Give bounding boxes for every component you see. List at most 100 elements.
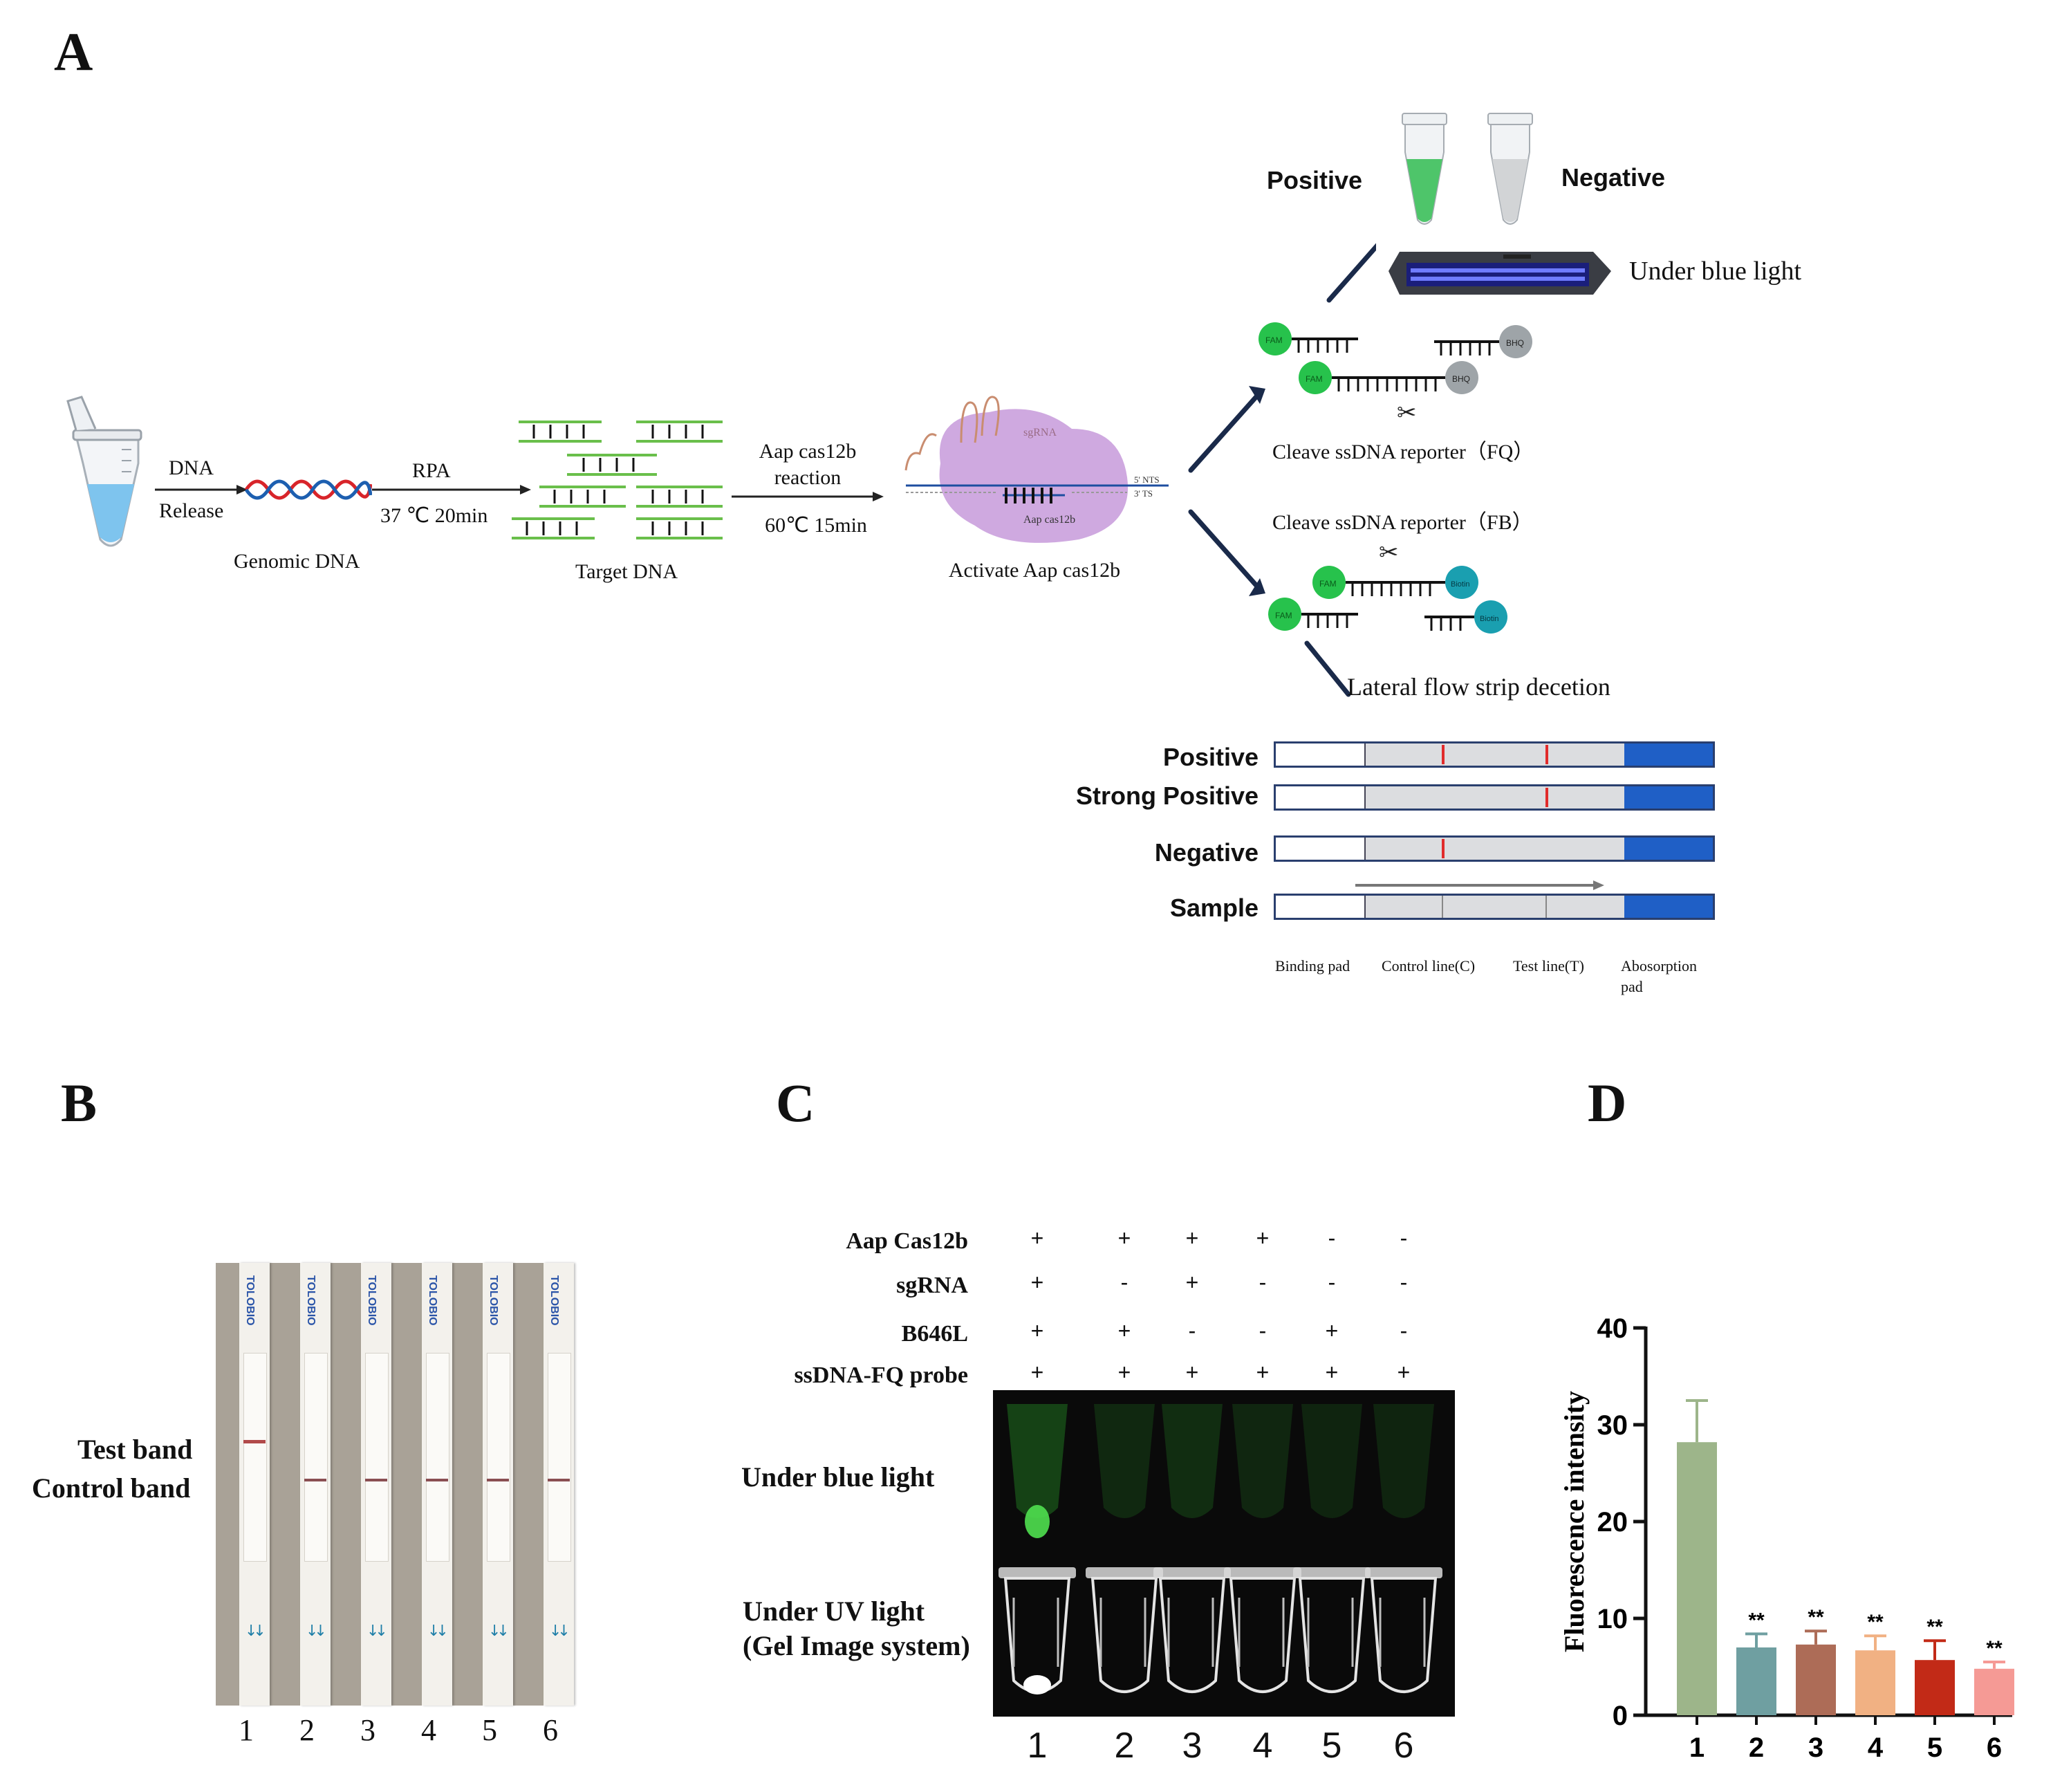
lane-number: 5 [1321, 1726, 1342, 1766]
significance-label: ** [1986, 1637, 2003, 1660]
condition-sign: + [1185, 1360, 1199, 1385]
fb-reporter-icon: ✂ FAM Biotin FAM Biotin [1268, 539, 1507, 634]
gel-lane [1086, 1404, 1163, 1693]
bar [1915, 1660, 1955, 1715]
biotin-text-1: Biotin [1451, 580, 1470, 589]
gel-lane [1293, 1404, 1371, 1693]
x-tick-label: 5 [1927, 1733, 1942, 1763]
lane-number: 1 [239, 1713, 254, 1747]
y-tick-label: 10 [1597, 1604, 1628, 1634]
test-strip: TOLOBIO↓↓ [300, 1263, 331, 1706]
x-tick-label: 1 [1689, 1733, 1705, 1763]
condition-sign: + [1397, 1360, 1411, 1385]
negative-tube-icon [1487, 113, 1533, 225]
strip-sample [1274, 894, 1715, 920]
condition-sign: - [1400, 1226, 1408, 1250]
condition-sign: + [1325, 1318, 1339, 1343]
panel-letter-d: D [1588, 1073, 1627, 1133]
strip-row-sample-label: Sample [1169, 894, 1259, 922]
genomic-dna-label: Genomic DNA [234, 550, 360, 573]
dna-release-line2: Release [159, 499, 224, 522]
strip-row-strong-positive-label: Strong Positive [1075, 782, 1259, 810]
lane-number: 3 [1182, 1726, 1202, 1766]
strip-arrow-icon: ↓↓ [306, 1623, 327, 1640]
complex-sgrna-text: sgRNA [1023, 427, 1057, 438]
lane-number: 5 [482, 1713, 497, 1747]
complex-nts-text: 5' NTS [1134, 474, 1160, 485]
strip-row-positive-label: Positive [1162, 743, 1259, 771]
significance-label: ** [1748, 1609, 1765, 1632]
condition-sign: + [1117, 1318, 1131, 1343]
strip-part-absorption: Abosorption [1621, 957, 1697, 974]
branch-arrows [1188, 243, 1376, 697]
condition-sign: - [1120, 1270, 1129, 1295]
condition-row-label: Aap Cas12b [846, 1228, 968, 1254]
gel-lane [999, 1404, 1076, 1694]
control-band-line [304, 1479, 326, 1481]
blue-light-negative-label: Negative [1561, 163, 1666, 192]
condition-sign: + [1030, 1226, 1044, 1250]
condition-sign: - [1188, 1318, 1196, 1343]
rpa-label: RPA [412, 459, 451, 482]
strip-arrow-icon: ↓↓ [366, 1623, 388, 1640]
fluorescence-bar-chart: Fluorescence intensity0102030401**2**3**… [1559, 1313, 2014, 1763]
genomic-dna-helix-icon [244, 479, 372, 500]
significance-label: ** [1926, 1616, 1943, 1638]
strip-photo: TOLOBIO↓↓TOLOBIO↓↓TOLOBIO↓↓TOLOBIO↓↓TOLO… [216, 1263, 574, 1706]
arrow-dna-release [155, 485, 248, 495]
pellet-spot [1023, 1675, 1051, 1694]
control-band-line [548, 1479, 570, 1481]
condition-sign: + [1030, 1270, 1044, 1295]
strip-part-control: Control line(C) [1382, 957, 1476, 974]
strip-arrow-icon: ↓↓ [488, 1623, 510, 1640]
condition-sign: + [1325, 1360, 1339, 1385]
strip-brand-text: TOLOBIO [366, 1275, 378, 1326]
strip-part-test: Test line(T) [1513, 957, 1584, 974]
bar [1796, 1644, 1836, 1715]
strip-strong-positive [1274, 784, 1715, 811]
strip-arrow-icon: ↓↓ [549, 1623, 570, 1640]
cas-reaction-line1: Aap cas12b [759, 440, 857, 463]
under-uv-label-2: (Gel Image system) [743, 1630, 970, 1661]
panel-letter-a: A [54, 21, 93, 82]
condition-sign: + [1256, 1226, 1270, 1250]
x-tick-label: 6 [1987, 1733, 2002, 1763]
bhq-text-2: BHQ [1452, 374, 1470, 384]
gel-lane [1365, 1404, 1442, 1693]
gel-lane [1153, 1404, 1231, 1693]
significance-label: ** [1808, 1606, 1824, 1629]
bar [1974, 1668, 2014, 1715]
condition-sign: + [1030, 1318, 1044, 1343]
target-dna-amplicons-icon [512, 421, 723, 539]
gel-tubes [999, 1404, 1442, 1694]
y-tick-label: 20 [1597, 1507, 1628, 1537]
sample-tube-icon [66, 396, 142, 547]
condition-sign: - [1400, 1270, 1408, 1295]
bar [1855, 1650, 1895, 1715]
cas-reaction-condition: 60℃ 15min [765, 514, 867, 537]
x-tick-label: 2 [1749, 1733, 1764, 1763]
condition-sign: - [1400, 1318, 1408, 1343]
lane-number: 2 [1114, 1726, 1135, 1766]
fam-text-1: FAM [1265, 335, 1283, 345]
significance-label: ** [1867, 1611, 1884, 1634]
positive-fluorescence-spot [1025, 1505, 1050, 1538]
fb-reporter-label: Cleave ssDNA reporter（FB） [1272, 511, 1533, 534]
control-band-line [365, 1479, 387, 1481]
scissors-icon: ✂ [1397, 399, 1417, 427]
condition-sign: - [1259, 1318, 1267, 1343]
bar [1677, 1442, 1717, 1715]
panel-letter-c: C [776, 1073, 815, 1133]
condition-sign: + [1117, 1226, 1131, 1250]
arrow-rpa [372, 485, 531, 495]
control-band-line [487, 1479, 509, 1481]
flow-direction-arrow [1355, 880, 1604, 890]
bhq-text-1: BHQ [1506, 338, 1524, 348]
condition-row-label: ssDNA-FQ probe [794, 1363, 968, 1388]
scissors-icon-2: ✂ [1379, 539, 1399, 566]
complex-ts-text: 3' TS [1134, 488, 1153, 499]
strip-part-absorption-2: pad [1621, 978, 1643, 995]
condition-sign: - [1328, 1226, 1336, 1250]
condition-sign: + [1185, 1226, 1199, 1250]
target-dna-label: Target DNA [575, 560, 678, 583]
